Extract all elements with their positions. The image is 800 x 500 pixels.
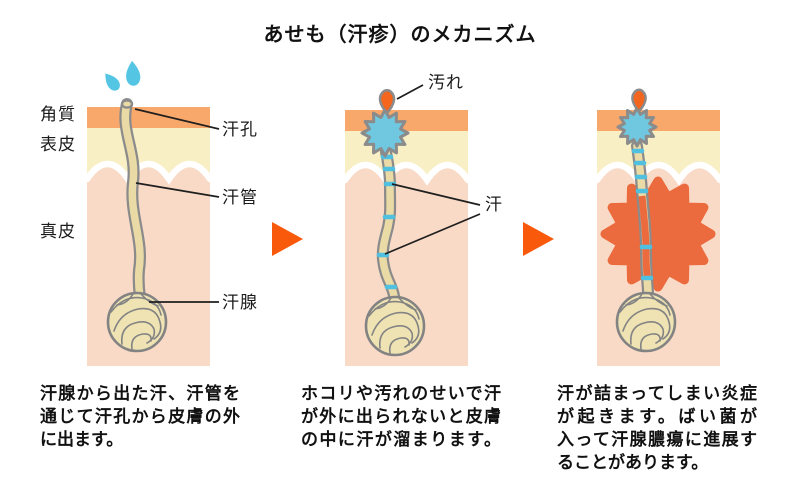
sweat-gland bbox=[364, 295, 426, 357]
dirt-plug-icon bbox=[378, 88, 396, 115]
stratum-corneum-layer bbox=[597, 110, 720, 131]
caption-step-1: 汗腺から出た汗、汗管を 通じて汗孔から皮膚の外 に出ます。 bbox=[40, 383, 240, 452]
inflammation-starburst-icon bbox=[600, 176, 716, 292]
trapped-sweat-bands bbox=[631, 148, 654, 281]
dirt-plug-icon bbox=[631, 88, 647, 113]
sweat-gland bbox=[615, 291, 677, 353]
caption-line: 入って汗腺膿瘍に進展す bbox=[557, 430, 757, 450]
leader-lines bbox=[134, 108, 220, 303]
layer-label-dermis: 真皮 bbox=[40, 222, 76, 242]
part-label-sweat-gland: 汗腺 bbox=[222, 293, 258, 313]
caption-line: が外に出られないと皮膚 bbox=[301, 407, 501, 427]
caption-line: に出ます。 bbox=[40, 430, 124, 450]
panel-2-skin-diagram bbox=[341, 84, 481, 366]
caption-line: ることがあります。 bbox=[557, 453, 709, 473]
trapped-sweat-starburst-icon bbox=[616, 106, 658, 148]
sweat-duct bbox=[631, 140, 654, 298]
stratum-corneum-layer bbox=[87, 107, 210, 128]
step-arrow-right-icon bbox=[523, 222, 554, 256]
leader-lines bbox=[384, 84, 481, 255]
dermal-boundary-wave bbox=[341, 161, 472, 186]
sweat-droplets-icon bbox=[100, 60, 141, 94]
sweat-duct bbox=[376, 146, 400, 302]
part-label-dirt: 汚れ bbox=[428, 73, 464, 93]
dermal-boundary-wave bbox=[83, 160, 214, 185]
part-label-sweat-pore: 汗孔 bbox=[222, 120, 258, 140]
stratum-corneum-layer bbox=[345, 110, 468, 131]
duct-inflamed-section bbox=[638, 195, 651, 277]
sweat-pore bbox=[120, 99, 134, 109]
trapped-sweat-starburst-icon bbox=[360, 108, 410, 158]
caption-line: 汗が詰まってしまい炎症 bbox=[557, 384, 757, 404]
sweat-duct bbox=[119, 98, 146, 303]
layer-label-epidermis: 表皮 bbox=[40, 135, 76, 155]
caption-line: 汗腺から出た汗、汗管を bbox=[40, 384, 240, 404]
part-label-sweat: 汗 bbox=[485, 195, 503, 215]
step-arrow-right-icon bbox=[272, 222, 303, 256]
caption-line: ホコリや汚れのせいで汗 bbox=[301, 384, 501, 404]
panel-3-skin-diagram bbox=[593, 88, 724, 366]
caption-step-3: 汗が詰まってしまい炎症 が起きます。ばい菌が 入って汗腺膿瘍に進展す ることがあ… bbox=[557, 383, 757, 475]
panel-1-skin-diagram bbox=[83, 60, 220, 366]
caption-line: 通じて汗孔から皮膚の外 bbox=[40, 407, 240, 427]
layer-label-stratum-corneum: 角質 bbox=[40, 105, 76, 125]
caption-line: の中に汗が溜まります。 bbox=[301, 430, 501, 450]
dermal-boundary-wave bbox=[593, 161, 724, 186]
part-label-sweat-duct: 汗管 bbox=[222, 188, 258, 208]
caption-line: が起きます。ばい菌が bbox=[557, 407, 757, 427]
caption-step-2: ホコリや汚れのせいで汗 が外に出られないと皮膚 の中に汗が溜まります。 bbox=[301, 383, 501, 452]
page-title: あせも（汗疹）のメカニズム bbox=[263, 22, 537, 46]
